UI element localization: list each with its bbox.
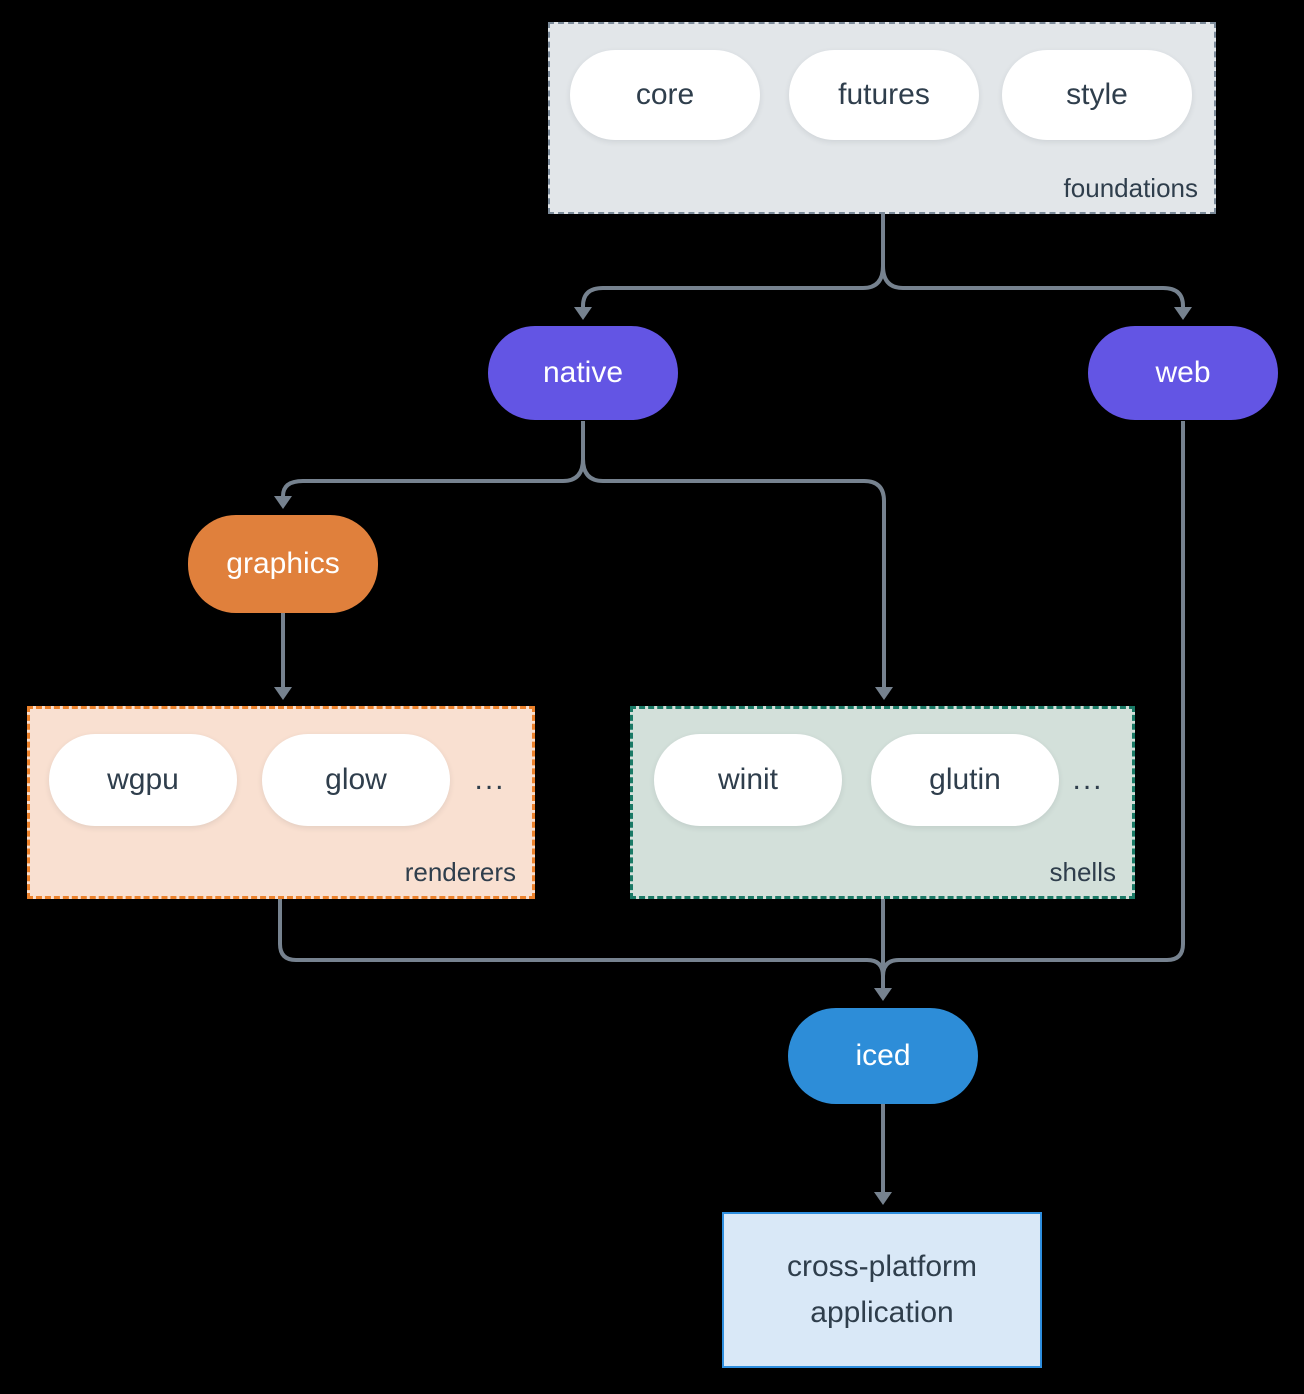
group-shells-label: shells bbox=[1049, 857, 1116, 887]
arrowhead-web bbox=[1174, 307, 1192, 320]
group-renderers-label: renderers bbox=[404, 857, 516, 887]
group-foundations-label: foundations bbox=[1063, 173, 1198, 203]
application-box: cross-platform application bbox=[722, 1212, 1042, 1368]
pill-wgpu: wgpu bbox=[49, 734, 237, 826]
arrowhead-native bbox=[574, 307, 592, 320]
node-web: web bbox=[1088, 326, 1278, 420]
arrowhead-iced bbox=[874, 988, 892, 1001]
arrowhead-application bbox=[874, 1192, 892, 1205]
node-iced: iced bbox=[788, 1008, 978, 1104]
pill-glow: glow bbox=[262, 734, 450, 826]
edge-foundations-native bbox=[581, 214, 885, 307]
pill-core: core bbox=[570, 50, 760, 140]
node-native: native bbox=[488, 326, 678, 420]
edge-renderers-iced bbox=[278, 899, 885, 977]
pill-winit: winit bbox=[654, 734, 842, 826]
node-graphics: graphics bbox=[188, 515, 378, 613]
renderers-ellipsis: ... bbox=[474, 763, 506, 796]
arrowhead-shells bbox=[875, 687, 893, 700]
application-label-line-2: application bbox=[810, 1296, 954, 1329]
pill-futures: futures bbox=[789, 50, 979, 140]
arrowhead-renderers bbox=[274, 687, 292, 700]
arrowhead-graphics bbox=[274, 496, 292, 509]
edge-native-graphics bbox=[281, 421, 585, 497]
edge-native-shells bbox=[581, 458, 886, 687]
application-label-line-1: cross-platform bbox=[786, 1250, 978, 1283]
pill-glutin: glutin bbox=[871, 734, 1059, 826]
shells-ellipsis: ... bbox=[1072, 763, 1104, 796]
edge-foundations-web bbox=[881, 265, 1185, 307]
pill-style: style bbox=[1002, 50, 1192, 140]
